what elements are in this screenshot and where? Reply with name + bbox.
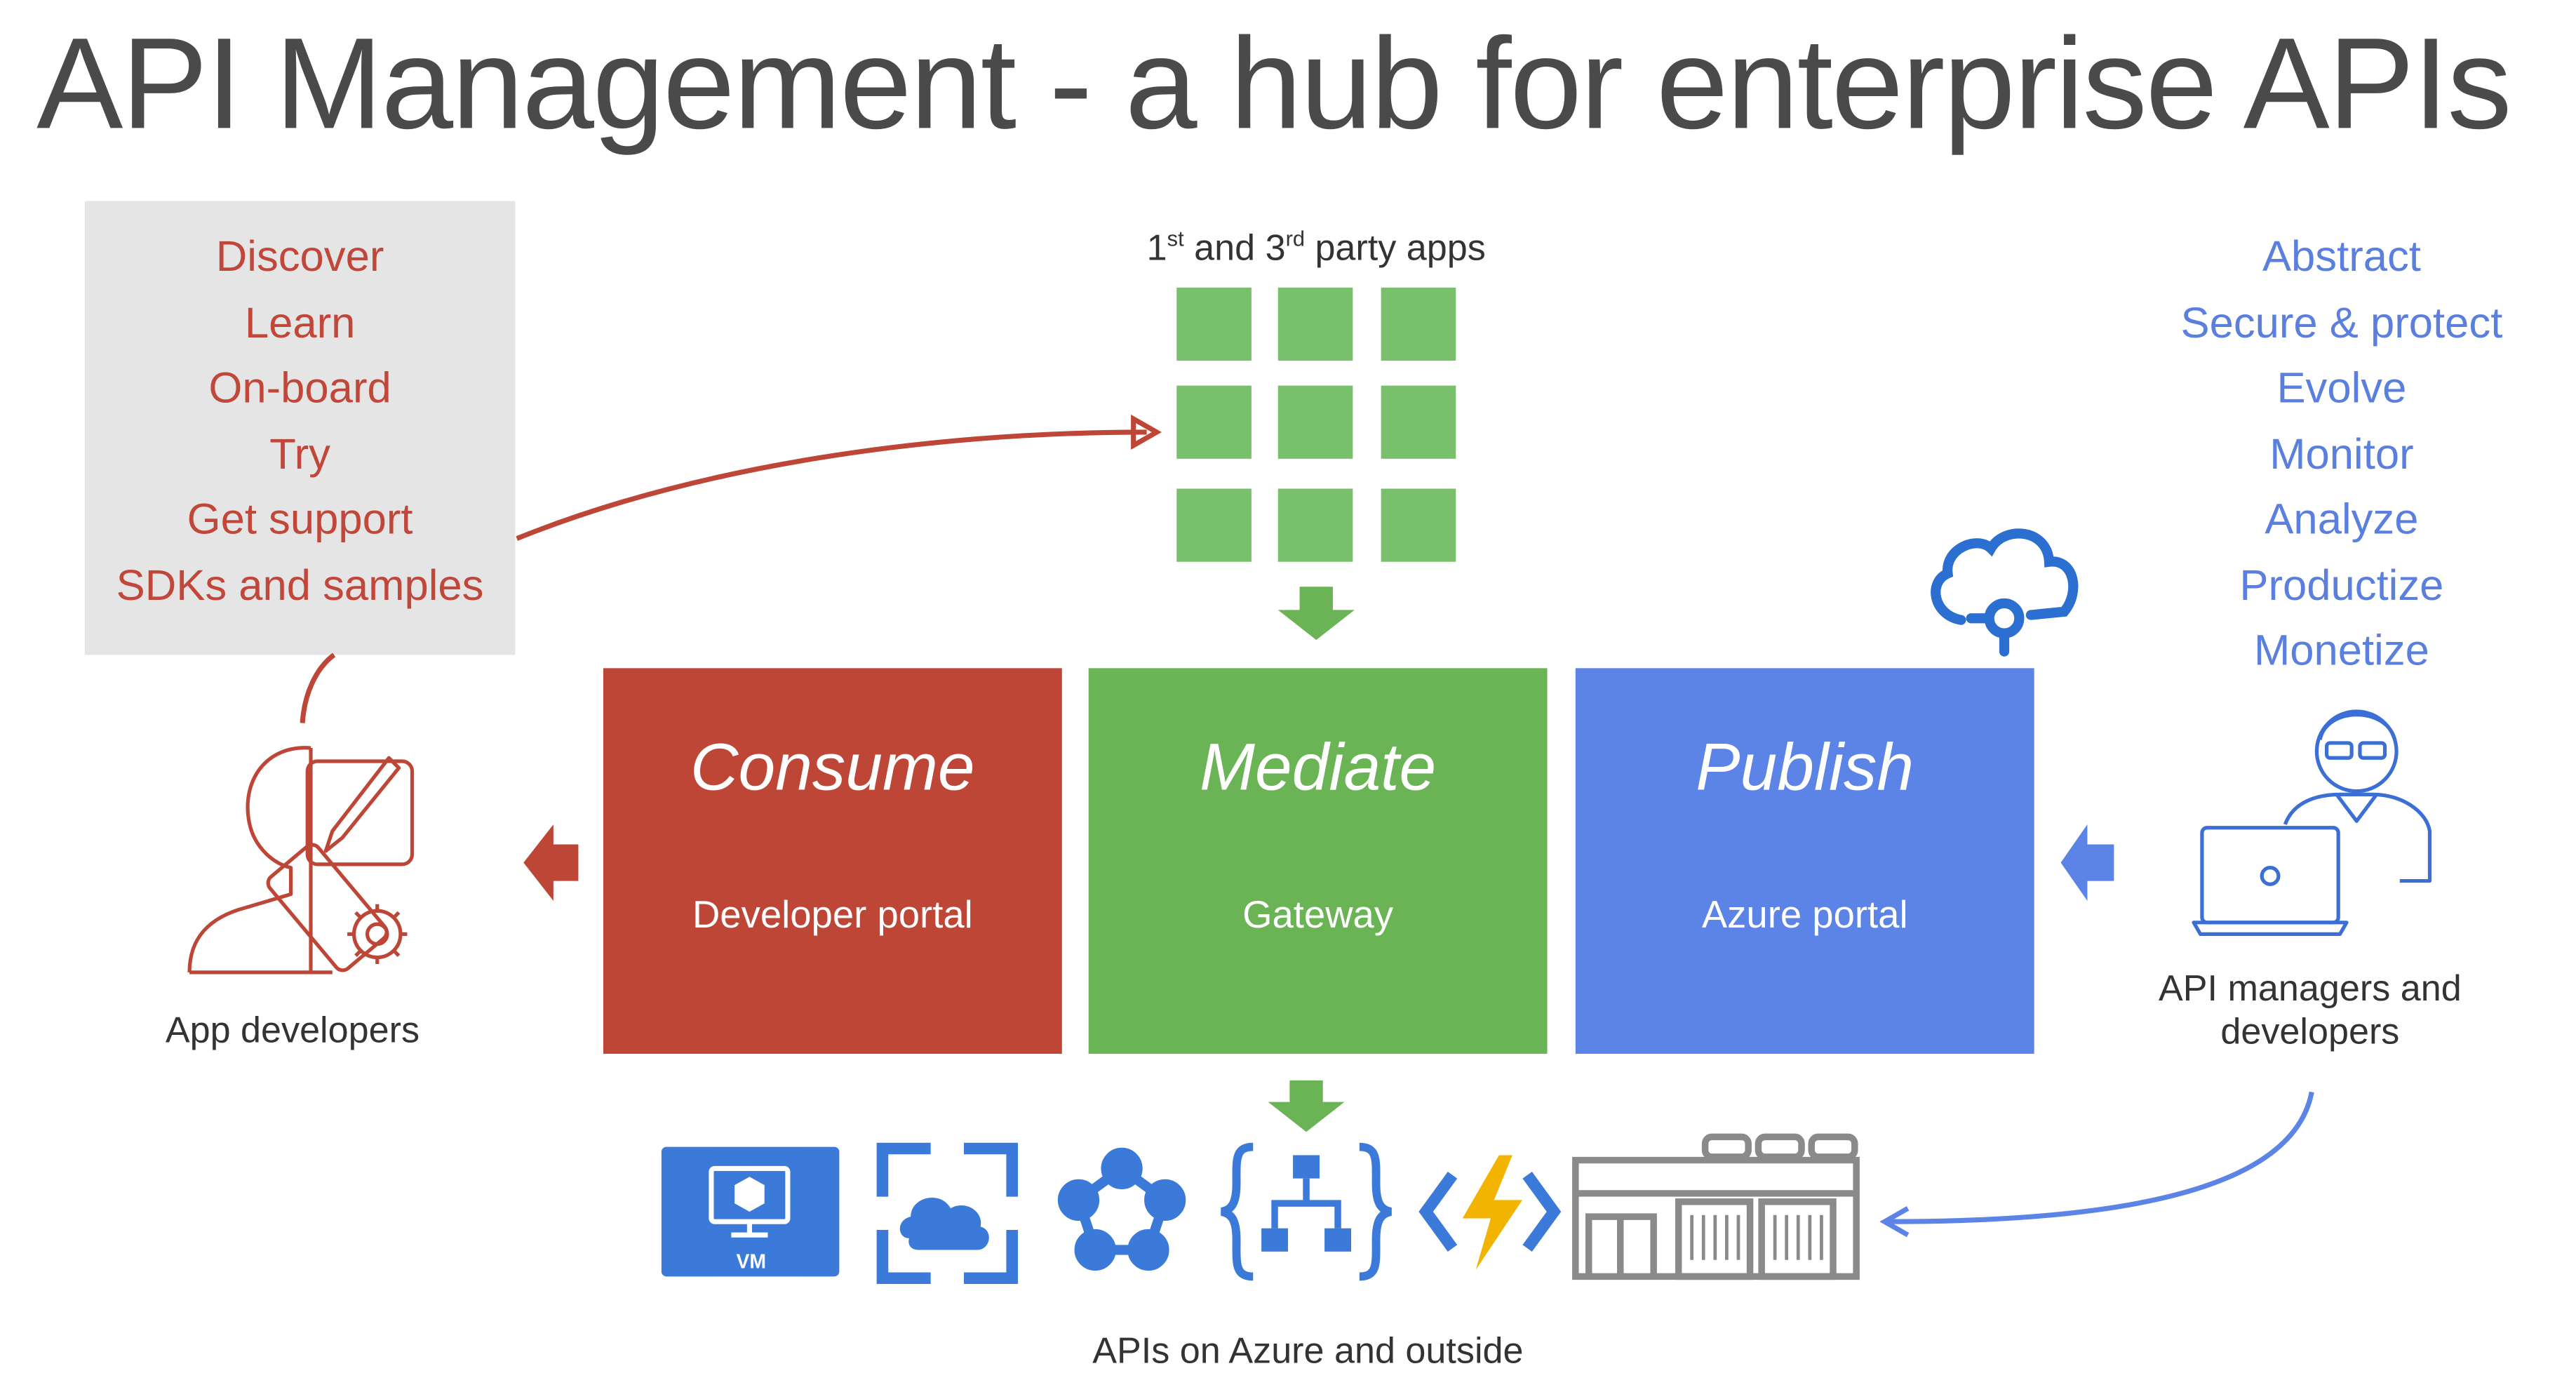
app-tile xyxy=(1176,287,1252,361)
datacenter-icon xyxy=(1572,1133,1860,1280)
manager-tasks-list: Abstract Secure & protect Evolve Monitor… xyxy=(2144,225,2540,684)
arrow-left-icon xyxy=(523,824,579,901)
api-braces-icon xyxy=(1220,1142,1393,1281)
vm-label: VM xyxy=(736,1251,766,1273)
developer-tasks-list: Discover Learn On-board Try Get support … xyxy=(85,225,516,618)
cloud-grid-icon xyxy=(876,1142,1019,1285)
list-item: Discover xyxy=(215,231,384,281)
list-item: Analyze xyxy=(2265,493,2419,544)
list-item: Get support xyxy=(187,493,413,544)
manager-laptop-icon xyxy=(2192,709,2432,936)
apps-grid xyxy=(1176,287,1456,562)
app-tile xyxy=(1277,287,1353,361)
consume-subtitle: Developer portal xyxy=(692,892,973,936)
network-icon xyxy=(1057,1147,1186,1271)
mediate-box: Mediate Gateway xyxy=(1088,668,1548,1054)
publish-title: Publish xyxy=(1696,731,1914,805)
arrow-down-icon xyxy=(1277,587,1355,641)
app-developers-label: App developers xyxy=(165,1008,420,1051)
developer-person-icon xyxy=(187,746,415,975)
arrow-down-icon xyxy=(1268,1080,1345,1132)
mediate-title: Mediate xyxy=(1200,731,1437,805)
list-item: SDKs and samples xyxy=(116,559,484,610)
list-item: Monetize xyxy=(2253,624,2429,675)
vm-icon: VM xyxy=(661,1146,840,1277)
connector-curve-red xyxy=(300,652,336,723)
flow-curve-red xyxy=(516,429,1147,541)
cloud-icon xyxy=(1931,528,2079,657)
app-tile xyxy=(1381,287,1456,361)
app-tile xyxy=(1381,488,1456,562)
flow-curve-blue xyxy=(1888,1091,2314,1224)
list-item: On-board xyxy=(208,362,391,413)
page-title: API Management - a hub for enterprise AP… xyxy=(36,10,2512,156)
party-apps-label: 1st and 3rd party apps xyxy=(1146,226,1486,269)
developer-tasks-panel xyxy=(84,201,516,655)
function-icon xyxy=(1418,1155,1562,1270)
arrowhead-red xyxy=(1131,414,1162,450)
apis-label: APIs on Azure and outside xyxy=(1092,1330,1524,1372)
app-tile xyxy=(1176,488,1252,562)
app-tile xyxy=(1381,385,1456,459)
publish-box: Publish Azure portal xyxy=(1575,668,2034,1054)
list-item: Try xyxy=(269,428,330,479)
list-item: Evolve xyxy=(2276,362,2407,413)
arrowhead-blue xyxy=(1879,1206,1910,1238)
arrow-right-icon xyxy=(2060,824,2114,901)
consume-box: Consume Developer portal xyxy=(603,668,1062,1054)
app-tile xyxy=(1277,385,1353,459)
app-tile xyxy=(1176,385,1252,459)
app-tile xyxy=(1277,488,1353,562)
publish-subtitle: Azure portal xyxy=(1701,892,1908,936)
api-managers-label: API managers and developers xyxy=(2159,967,2462,1052)
list-item: Abstract xyxy=(2262,231,2421,281)
consume-title: Consume xyxy=(690,731,975,805)
list-item: Monitor xyxy=(2269,428,2414,479)
mediate-subtitle: Gateway xyxy=(1242,892,1394,936)
list-item: Learn xyxy=(244,296,356,347)
list-item: Productize xyxy=(2239,559,2444,610)
list-item: Secure & protect xyxy=(2180,296,2503,347)
